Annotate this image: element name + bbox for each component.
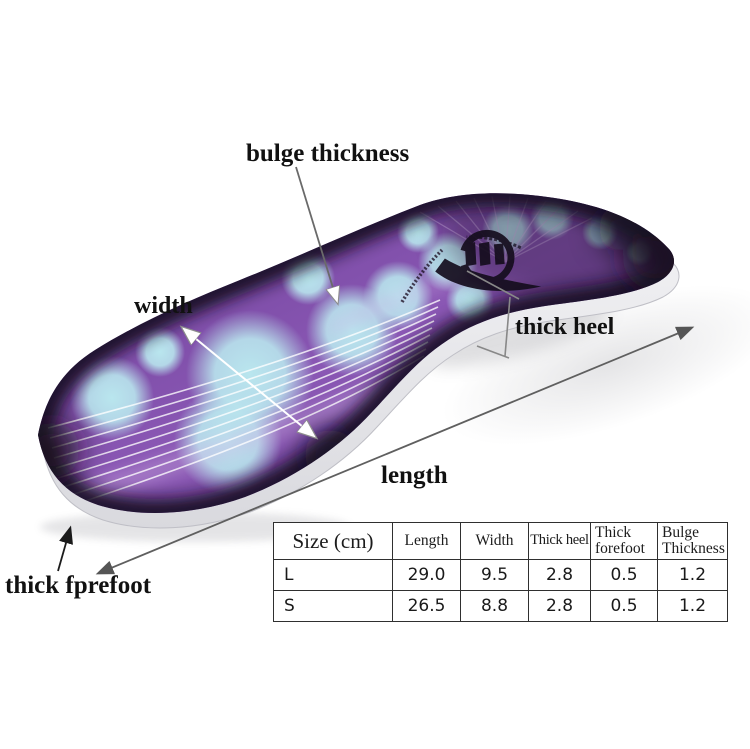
cell-thick-forefoot-l: 0.5 xyxy=(590,559,658,591)
cell-size-s: S xyxy=(273,590,393,622)
size-table: Size (cm) Length Width Thick heel Thick … xyxy=(273,522,728,622)
cell-length-s: 26.5 xyxy=(392,590,461,622)
length-label: length xyxy=(381,462,448,489)
brand-logo xyxy=(435,229,542,291)
cell-width-l: 9.5 xyxy=(460,559,529,591)
header-bulge-thickness: Bulge Thickness xyxy=(657,522,728,560)
header-length: Length xyxy=(392,522,461,560)
size-row-large: L 29.0 9.5 2.8 0.5 1.2 xyxy=(273,559,728,591)
cell-thick-heel-l: 2.8 xyxy=(528,559,591,591)
cell-bulge-thickness-l: 1.2 xyxy=(657,559,728,591)
width-label: width xyxy=(134,293,193,319)
header-thick-forefoot: Thick forefoot xyxy=(590,522,658,560)
length-arrow xyxy=(95,326,695,575)
cell-width-s: 8.8 xyxy=(460,590,529,622)
bulge-thickness-label: bulge thickness xyxy=(246,140,410,167)
cell-thick-heel-s: 2.8 xyxy=(528,590,591,622)
cell-thick-forefoot-s: 0.5 xyxy=(590,590,658,622)
header-width: Width xyxy=(460,522,529,560)
measurement-annotations xyxy=(57,166,695,575)
thick-heel-label: thick heel xyxy=(515,314,615,340)
edge-micro-text xyxy=(400,248,444,303)
cell-length-l: 29.0 xyxy=(392,559,461,591)
header-thick-heel: Thick heel xyxy=(528,522,591,560)
thick-forefoot-arrow xyxy=(57,525,73,572)
size-row-small: S 26.5 8.8 2.8 0.5 1.2 xyxy=(273,590,728,622)
cell-size-l: L xyxy=(273,559,393,591)
bulge-thickness-pointer-line xyxy=(295,166,337,301)
size-table-header-row: Size (cm) Length Width Thick heel Thick … xyxy=(273,522,728,560)
header-size: Size (cm) xyxy=(273,522,393,560)
thick-forefoot-label: thick fprefoot xyxy=(5,572,152,599)
cell-bulge-thickness-s: 1.2 xyxy=(657,590,728,622)
